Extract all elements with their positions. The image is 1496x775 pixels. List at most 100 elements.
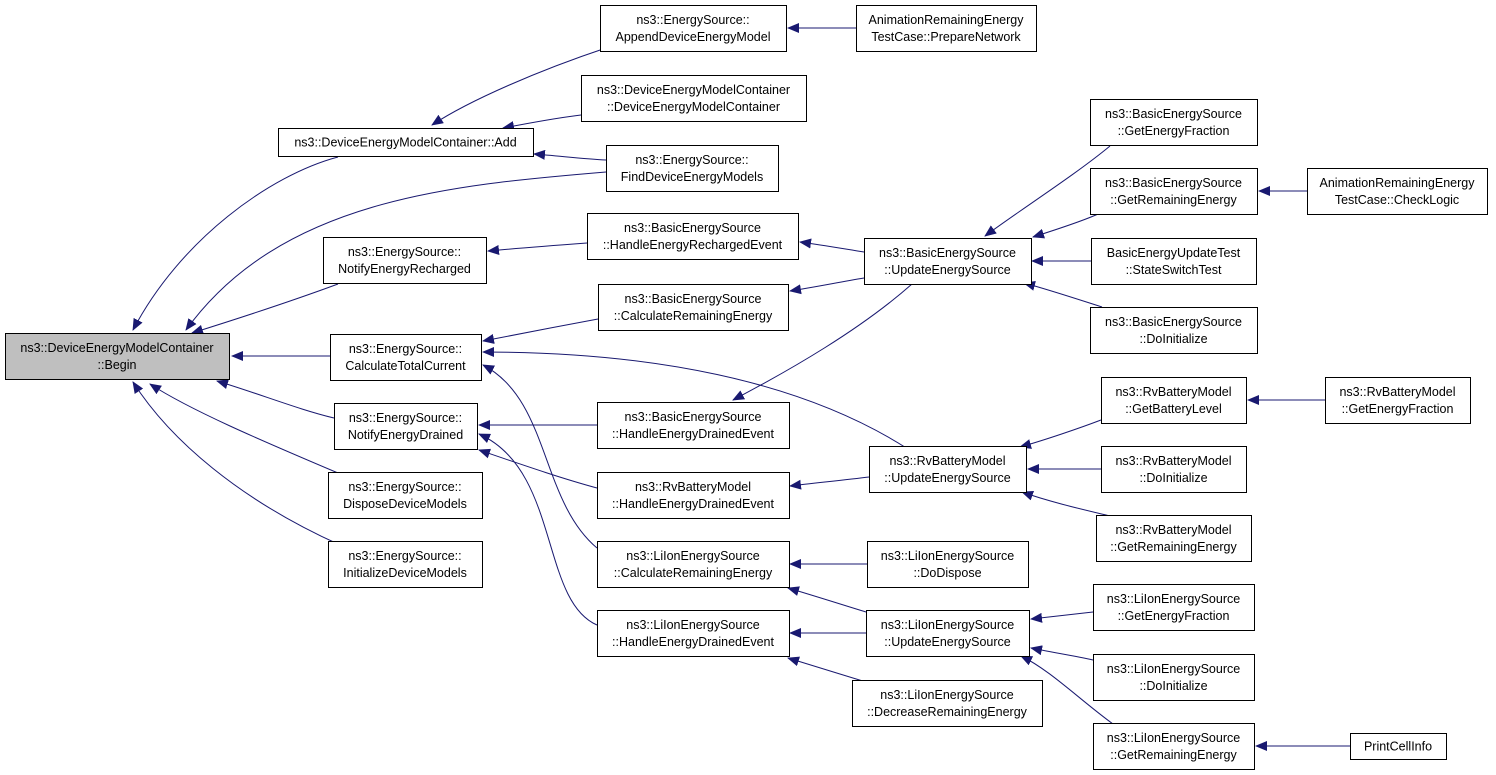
node-rvGetBatt[interactable]: ns3::RvBatteryModel::GetBatteryLevel	[1101, 377, 1247, 424]
node-label-line: ns3::LiIonEnergySource	[881, 618, 1014, 632]
node-demcCtor[interactable]: ns3::DeviceEnergyModelContainer::DeviceE…	[581, 75, 807, 122]
node-label-line: ns3::DeviceEnergyModelContainer	[597, 83, 790, 97]
node-label-line: ns3::LiIonEnergySource	[880, 688, 1013, 702]
node-appendDev[interactable]: ns3::EnergySource::AppendDeviceEnergyMod…	[600, 5, 787, 52]
node-basicHandleRech[interactable]: ns3::BasicEnergySource::HandleEnergyRech…	[587, 213, 799, 260]
edge-initDev-to-begin	[132, 381, 341, 546]
node-liDoDispose[interactable]: ns3::LiIonEnergySource::DoDispose	[867, 541, 1029, 588]
node-label-line: ns3::EnergySource::	[635, 153, 748, 167]
edge-liGetRem-to-liUpdate	[1020, 655, 1114, 725]
node-label-line: ns3::LiIonEnergySource	[1107, 592, 1240, 606]
node-box	[866, 610, 1030, 657]
node-liCalcRem[interactable]: ns3::LiIonEnergySource::CalculateRemaini…	[597, 541, 790, 588]
node-label-line: ns3::BasicEnergySource	[1105, 107, 1242, 121]
node-basicUpdate[interactable]: ns3::BasicEnergySource::UpdateEnergySour…	[864, 238, 1032, 285]
node-rvUpdate[interactable]: ns3::RvBatteryModel::UpdateEnergySource	[869, 446, 1027, 493]
node-findDev[interactable]: ns3::EnergySource::FindDeviceEnergyModel…	[606, 145, 779, 192]
node-basicStateSwitch[interactable]: BasicEnergyUpdateTest::StateSwitchTest	[1091, 238, 1257, 285]
edge-liGetFrac-to-liUpdate	[1030, 611, 1094, 623]
node-box	[1093, 584, 1255, 631]
node-basicGetFrac[interactable]: ns3::BasicEnergySource::GetEnergyFractio…	[1090, 99, 1258, 146]
edge-basicHandleRech-to-notifyRecharged	[487, 242, 588, 255]
node-label-line: ::UpdateEnergySource	[884, 471, 1011, 485]
node-box	[278, 128, 534, 157]
edge-rvGetBatt-to-rvUpdate	[1019, 419, 1102, 449]
node-initDev[interactable]: ns3::EnergySource::InitializeDeviceModel…	[328, 541, 483, 588]
node-box	[1093, 654, 1255, 701]
node-label-line: ::HandleEnergyDrainedEvent	[612, 427, 774, 441]
edge-rvUpdate-to-calcTotal	[482, 347, 909, 450]
node-label-line: AnimationRemainingEnergy	[869, 13, 1025, 27]
node-label-line: ns3::BasicEnergySource	[1105, 315, 1242, 329]
node-rvGetFrac[interactable]: ns3::RvBatteryModel::GetEnergyFraction	[1325, 377, 1471, 424]
node-box	[5, 333, 230, 380]
node-label-line: ns3::RvBatteryModel	[889, 454, 1005, 468]
node-animPrepare[interactable]: AnimationRemainingEnergyTestCase::Prepar…	[856, 5, 1037, 52]
node-notifyRecharged[interactable]: ns3::EnergySource::NotifyEnergyRecharged	[323, 237, 487, 284]
node-box	[864, 238, 1032, 285]
node-label-line: ::GetRemainingEnergy	[1110, 193, 1237, 207]
node-label-line: ns3::RvBatteryModel	[635, 480, 751, 494]
node-box	[1096, 515, 1252, 562]
node-label-line: ns3::LiIonEnergySource	[1107, 662, 1240, 676]
node-label-line: ::DoInitialize	[1139, 471, 1207, 485]
edge-liDoInit-to-liUpdate	[1030, 645, 1094, 661]
node-liHandleDrain[interactable]: ns3::LiIonEnergySource::HandleEnergyDrai…	[597, 610, 790, 657]
node-label-line: ns3::EnergySource::	[636, 13, 749, 27]
node-label-line: ::DoInitialize	[1139, 679, 1207, 693]
node-label-line: PrintCellInfo	[1364, 740, 1432, 754]
node-box	[581, 75, 807, 122]
node-dispose[interactable]: ns3::EnergySource::DisposeDeviceModels	[328, 472, 483, 519]
node-label-line: ::GetBatteryLevel	[1125, 402, 1222, 416]
node-label-line: ::HandleEnergyDrainedEvent	[612, 635, 774, 649]
node-liDecRem[interactable]: ns3::LiIonEnergySource::DecreaseRemainin…	[852, 680, 1043, 727]
edge-basicUpdate-to-basicHandleRech	[799, 238, 865, 253]
node-box	[323, 237, 487, 284]
node-label-line: ns3::RvBatteryModel	[1339, 385, 1455, 399]
edge-basicCalcRem-to-calcTotal	[482, 318, 599, 344]
edge-basicUpdate-to-basicHandleDrain	[732, 283, 913, 401]
node-liGetRem[interactable]: ns3::LiIonEnergySource::GetRemainingEner…	[1093, 723, 1255, 770]
edge-liHandleDrain-to-notifyDrained	[478, 433, 598, 626]
node-label-line: TestCase::CheckLogic	[1335, 193, 1459, 207]
node-label-line: AnimationRemainingEnergy	[1320, 176, 1476, 190]
node-label-line: ns3::RvBatteryModel	[1115, 523, 1231, 537]
node-notifyDrained[interactable]: ns3::EnergySource::NotifyEnergyDrained	[334, 403, 478, 450]
node-label-line: ::GetEnergyFraction	[1118, 609, 1230, 623]
node-calcTotal[interactable]: ns3::EnergySource::CalculateTotalCurrent	[330, 334, 482, 381]
node-liUpdate[interactable]: ns3::LiIonEnergySource::UpdateEnergySour…	[866, 610, 1030, 657]
edge-rvUpdate-to-rvHandleDrain	[789, 476, 870, 490]
node-label-line: ns3::EnergySource::	[348, 245, 461, 259]
node-label-line: ns3::EnergySource::	[348, 549, 461, 563]
node-basicGetRem[interactable]: ns3::BasicEnergySource::GetRemainingEner…	[1090, 168, 1258, 215]
node-rvGetRem[interactable]: ns3::RvBatteryModel::GetRemainingEnergy	[1096, 515, 1252, 562]
node-label-line: BasicEnergyUpdateTest	[1107, 246, 1241, 260]
node-box	[867, 541, 1029, 588]
node-box	[597, 610, 790, 657]
node-box	[1090, 99, 1258, 146]
node-box	[1101, 446, 1247, 493]
node-box	[330, 334, 482, 381]
node-basicHandleDrain[interactable]: ns3::BasicEnergySource::HandleEnergyDrai…	[597, 402, 790, 449]
node-liDoInit[interactable]: ns3::LiIonEnergySource::DoInitialize	[1093, 654, 1255, 701]
edge-demcCtor-to-add	[502, 114, 582, 131]
node-basicCalcRem[interactable]: ns3::BasicEnergySource::CalculateRemaini…	[598, 284, 789, 331]
node-animCheck[interactable]: AnimationRemainingEnergyTestCase::CheckL…	[1307, 168, 1488, 215]
node-label-line: ns3::BasicEnergySource	[625, 292, 762, 306]
node-basicDoInit[interactable]: ns3::BasicEnergySource::DoInitialize	[1090, 307, 1258, 354]
node-label-line: ns3::BasicEnergySource	[879, 246, 1016, 260]
node-rvDoInit[interactable]: ns3::RvBatteryModel::DoInitialize	[1101, 446, 1247, 493]
node-label-line: ::GetEnergyFraction	[1118, 124, 1230, 138]
node-box	[1350, 733, 1447, 760]
node-box	[1325, 377, 1471, 424]
node-box	[600, 5, 787, 52]
edge-basicGetRem-to-basicUpdate	[1032, 213, 1099, 239]
node-begin[interactable]: ns3::DeviceEnergyModelContainer::Begin	[5, 333, 230, 380]
node-label-line: ns3::BasicEnergySource	[624, 221, 761, 235]
node-printCell[interactable]: PrintCellInfo	[1350, 733, 1447, 760]
node-label-line: ns3::EnergySource::	[348, 480, 461, 494]
node-liGetFrac[interactable]: ns3::LiIonEnergySource::GetEnergyFractio…	[1093, 584, 1255, 631]
node-rvHandleDrain[interactable]: ns3::RvBatteryModel::HandleEnergyDrained…	[597, 472, 790, 519]
node-add[interactable]: ns3::DeviceEnergyModelContainer::Add	[278, 128, 534, 157]
edge-liUpdate-to-liCalcRem	[787, 586, 867, 613]
